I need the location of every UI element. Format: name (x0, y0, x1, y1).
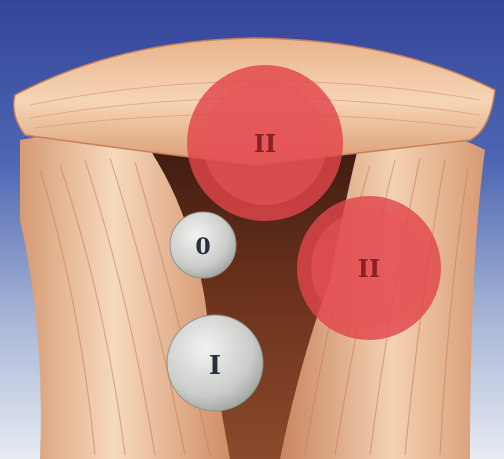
type-2-lower-label: II (358, 254, 380, 283)
type-0-label: 0 (195, 234, 210, 260)
type-2-fibroid-upper: II (187, 65, 343, 221)
type-1-label: I (209, 351, 221, 381)
type-2-fibroid-lower: II (297, 196, 441, 340)
type-1-fibroid: I (167, 315, 263, 411)
type-2-upper-label: II (254, 129, 276, 158)
type-0-fibroid: 0 (170, 212, 236, 278)
